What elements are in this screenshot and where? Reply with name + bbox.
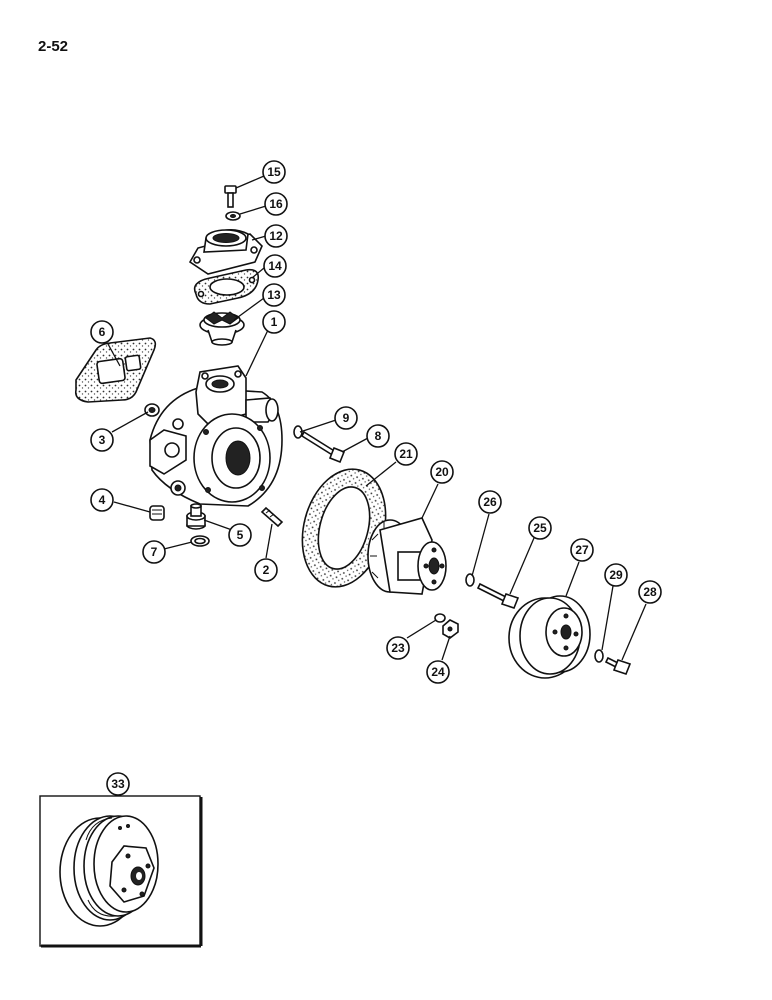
- svg-text:3: 3: [99, 433, 106, 447]
- svg-text:26: 26: [483, 495, 497, 509]
- callout-14: 14: [263, 254, 287, 278]
- callout-15: 15: [262, 160, 286, 184]
- svg-text:25: 25: [533, 521, 547, 535]
- svg-text:24: 24: [431, 665, 445, 679]
- callout-3: 3: [90, 428, 114, 452]
- pump-housing-1-part: [149, 365, 283, 507]
- gasket-14-part: [193, 268, 260, 305]
- callout-24: 24: [426, 660, 450, 684]
- callout-12: 12: [264, 224, 288, 248]
- callout-9: 9: [334, 406, 358, 430]
- callout-27: 27: [570, 538, 594, 562]
- svg-text:1: 1: [271, 315, 278, 329]
- callout-21: 21: [394, 442, 418, 466]
- callout-2: 2: [254, 558, 278, 582]
- callout-33: 33: [106, 772, 130, 796]
- lockwasher-16-part: [225, 211, 241, 221]
- svg-text:27: 27: [575, 543, 589, 557]
- svg-text:23: 23: [391, 641, 405, 655]
- pipe-plug-4-part: [149, 505, 165, 521]
- svg-text:8: 8: [375, 429, 382, 443]
- impeller-20-part: [367, 517, 447, 595]
- svg-text:14: 14: [268, 259, 282, 273]
- callout-5: 5: [228, 523, 252, 547]
- plug-3-part: [144, 403, 160, 417]
- svg-text:15: 15: [267, 165, 281, 179]
- washer-23-part: [434, 613, 446, 623]
- svg-text:29: 29: [609, 568, 623, 582]
- svg-text:20: 20: [435, 465, 449, 479]
- callout-25: 25: [528, 516, 552, 540]
- pulley-27-part: [508, 595, 591, 679]
- pulley-33-part: [59, 815, 159, 927]
- callout-6: 6: [90, 320, 114, 344]
- stud-2-part: [260, 506, 284, 528]
- svg-text:33: 33: [111, 777, 125, 791]
- washer-26-part: [465, 573, 475, 587]
- callout-13: 13: [262, 283, 286, 307]
- callout-1: 1: [262, 310, 286, 334]
- page-number: 2-52: [38, 38, 69, 55]
- gasket-6-part: [74, 337, 157, 403]
- svg-text:16: 16: [269, 197, 283, 211]
- svg-text:7: 7: [151, 545, 158, 559]
- svg-text:2: 2: [263, 563, 270, 577]
- svg-text:28: 28: [643, 585, 657, 599]
- callout-7: 7: [142, 540, 166, 564]
- callout-23: 23: [386, 636, 410, 660]
- nut-24-part: [442, 619, 459, 639]
- callout-29: 29: [604, 563, 628, 587]
- bolt-8-part: [300, 430, 346, 464]
- svg-text:9: 9: [343, 411, 350, 425]
- o-ring-7-part: [190, 535, 210, 547]
- bolt-28-part: [604, 656, 632, 675]
- svg-text:13: 13: [267, 288, 281, 302]
- callout-20: 20: [430, 460, 454, 484]
- svg-text:4: 4: [99, 493, 106, 507]
- leader-lines: [107, 175, 647, 661]
- water-outlet-12-part: [188, 229, 263, 275]
- callout-28: 28: [638, 580, 662, 604]
- callout-8: 8: [366, 424, 390, 448]
- bolt-25-part: [476, 582, 520, 609]
- svg-text:12: 12: [269, 229, 283, 243]
- svg-text:21: 21: [399, 447, 413, 461]
- bolt-15-part: [224, 185, 237, 208]
- gasket-21-part: [301, 468, 387, 588]
- inset-box-33: [39, 794, 203, 948]
- callout-4: 4: [90, 488, 114, 512]
- thermostat-13-part: [199, 311, 245, 346]
- callout-26: 26: [478, 490, 502, 514]
- callout-16: 16: [264, 192, 288, 216]
- fitting-5-part: [186, 503, 206, 530]
- washer-29-part: [594, 649, 604, 663]
- svg-text:6: 6: [99, 325, 106, 339]
- svg-text:5: 5: [237, 528, 244, 542]
